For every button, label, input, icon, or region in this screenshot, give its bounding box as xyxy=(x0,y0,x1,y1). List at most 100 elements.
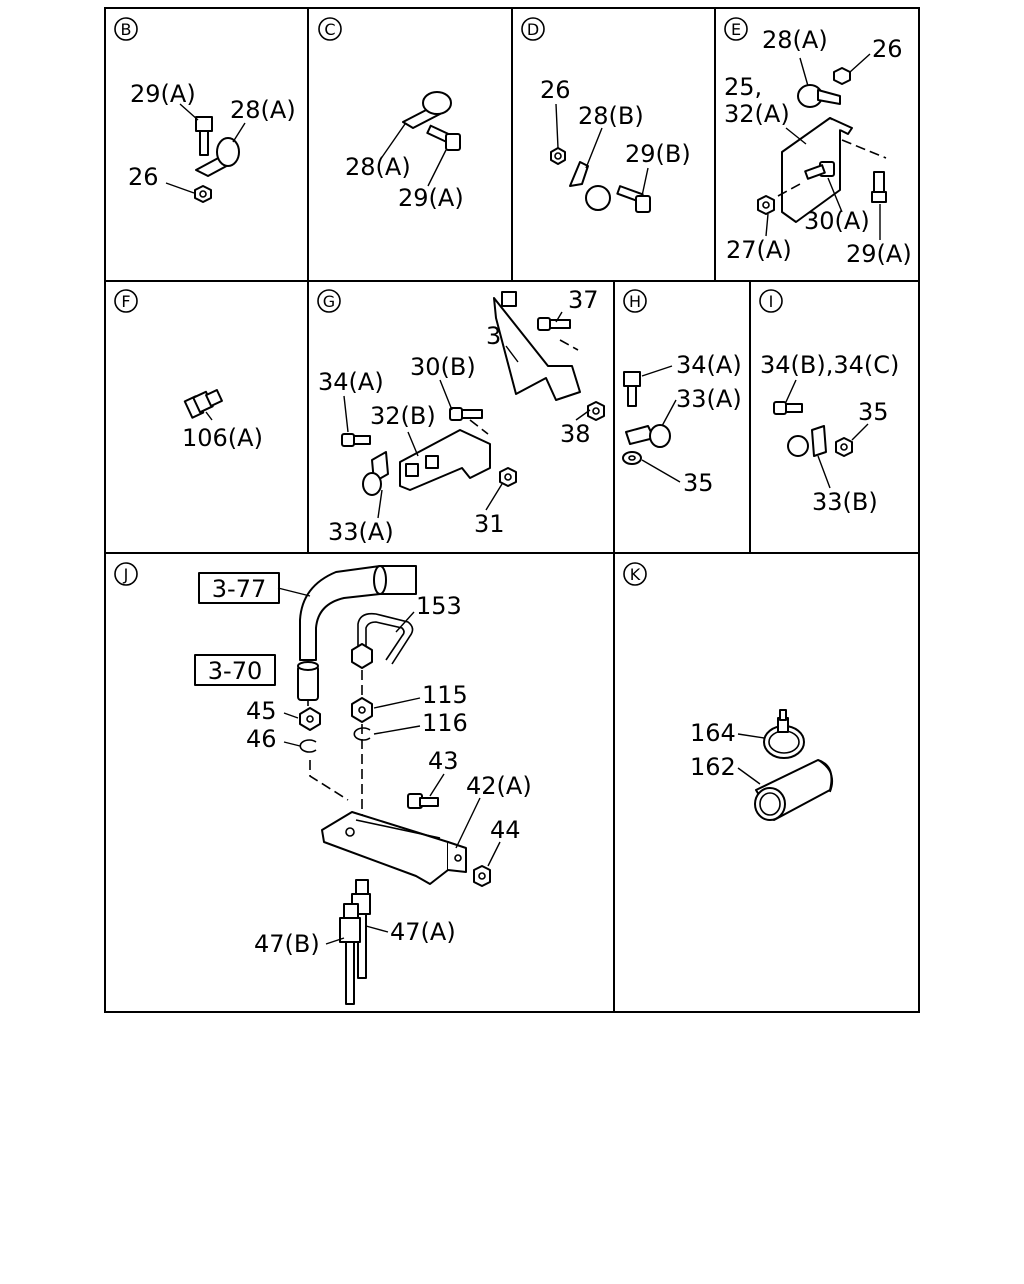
panel-h: H 34(A) 33(A) 35 xyxy=(622,289,742,497)
bolt xyxy=(623,371,641,407)
label-28a: 28(A) xyxy=(762,26,828,54)
label-106a: 106(A) xyxy=(182,424,263,452)
label-27a: 27(A) xyxy=(726,236,792,264)
label-32a: 32(A) xyxy=(724,100,790,128)
leader-lines xyxy=(737,733,765,785)
label-35: 35 xyxy=(683,469,714,497)
bolt-43 xyxy=(407,793,439,809)
leader-lines xyxy=(765,53,881,240)
hose-162 xyxy=(754,759,834,821)
label-46: 46 xyxy=(246,725,277,753)
label-30a: 30(A) xyxy=(804,207,870,235)
label-44: 44 xyxy=(490,816,521,844)
panel-marker-circle xyxy=(521,17,545,41)
panel-marker: H xyxy=(629,292,641,311)
label-35: 35 xyxy=(858,398,889,426)
nut xyxy=(835,437,853,457)
label-43: 43 xyxy=(428,747,459,775)
label-37: 37 xyxy=(568,286,599,314)
leader-lines xyxy=(379,123,447,187)
bracket-42a xyxy=(321,811,467,885)
ref-3-77: 3-77 xyxy=(212,575,266,603)
label-47b: 47(B) xyxy=(254,930,320,958)
label-29b: 29(B) xyxy=(625,140,691,168)
label-33b: 33(B) xyxy=(812,488,878,516)
panel-d: D 26 28(B) 29(B) xyxy=(521,17,691,213)
label-34bc: 34(B),34(C) xyxy=(760,351,899,379)
clamp xyxy=(195,137,240,177)
label-26: 26 xyxy=(128,163,159,191)
leader-lines xyxy=(343,311,591,519)
panel-marker: F xyxy=(121,292,130,311)
panel-marker: E xyxy=(731,20,741,39)
bolt-30b xyxy=(449,407,483,421)
panel-marker-circle xyxy=(317,289,341,313)
panel-marker-circle xyxy=(759,289,783,313)
panel-marker: K xyxy=(630,565,641,584)
assembly-lines xyxy=(469,339,579,435)
leader-lines xyxy=(205,411,213,421)
panel-marker-circle xyxy=(623,289,647,313)
nut xyxy=(194,185,212,203)
label-47a: 47(A) xyxy=(390,918,456,946)
bolt-34a xyxy=(341,433,371,447)
clamp xyxy=(625,424,671,448)
clamp xyxy=(787,425,827,457)
bolt xyxy=(804,161,835,180)
label-153: 153 xyxy=(416,592,462,620)
label-29a: 29(A) xyxy=(846,240,912,268)
pipe-153 xyxy=(351,612,414,669)
bolt xyxy=(616,185,651,213)
panel-marker-circle xyxy=(114,289,138,313)
label-25: 25, xyxy=(724,73,762,101)
nut-45 xyxy=(299,707,321,731)
label-28b: 28(B) xyxy=(578,102,644,130)
label-26: 26 xyxy=(540,76,571,104)
connector-3-70 xyxy=(297,661,319,701)
panel-e: E 28(A) 26 25, 32(A) 30(A) 27(A) 29(A) xyxy=(724,17,912,268)
label-30b: 30(B) xyxy=(410,353,476,381)
bracket-36 xyxy=(493,291,581,401)
assembly-lines xyxy=(777,139,887,197)
assembly-lines xyxy=(307,670,363,820)
label-116: 116 xyxy=(422,709,468,737)
bolt xyxy=(426,124,461,151)
label-26: 26 xyxy=(872,35,903,63)
panel-b: B 29(A) 28(A) 26 xyxy=(114,17,296,203)
leader-lines xyxy=(277,587,501,945)
bolt xyxy=(195,116,213,156)
panel-marker: J xyxy=(123,565,129,584)
nut xyxy=(550,147,566,165)
label-32b: 32(B) xyxy=(370,402,436,430)
panel-g: G 37 36 30(B) 34(A) 32(B) 38 33(A) 31 xyxy=(317,286,605,546)
panel-marker-circle xyxy=(318,17,342,41)
label-28a: 28(A) xyxy=(345,153,411,181)
panel-j: J 3-77 3-70 153 115 116 45 46 43 42(A) 4… xyxy=(114,562,532,1005)
bracket-32b xyxy=(399,429,491,491)
clamp xyxy=(797,84,841,108)
leader-lines xyxy=(165,103,246,194)
label-115: 115 xyxy=(422,681,468,709)
panel-marker: I xyxy=(769,292,774,311)
label-28a: 28(A) xyxy=(230,96,296,124)
label-34a: 34(A) xyxy=(318,368,384,396)
bolt xyxy=(773,401,803,415)
label-164: 164 xyxy=(690,719,736,747)
ref-3-70: 3-70 xyxy=(208,657,262,685)
fitting xyxy=(183,389,223,419)
nut-44 xyxy=(473,865,491,887)
nut-31 xyxy=(499,467,517,487)
panel-i: I 34(B),34(C) 35 33(B) xyxy=(759,289,899,516)
panel-f: F 106(A) xyxy=(114,289,263,452)
label-45: 45 xyxy=(246,697,277,725)
panel-marker-circle xyxy=(114,17,138,41)
clamp xyxy=(402,91,452,129)
bracket xyxy=(569,161,611,211)
ref-box-3-70 xyxy=(194,654,276,686)
panel-marker-circle xyxy=(623,562,647,586)
leader-lines xyxy=(555,103,649,197)
label-31: 31 xyxy=(474,510,505,538)
panel-marker: D xyxy=(527,20,539,39)
